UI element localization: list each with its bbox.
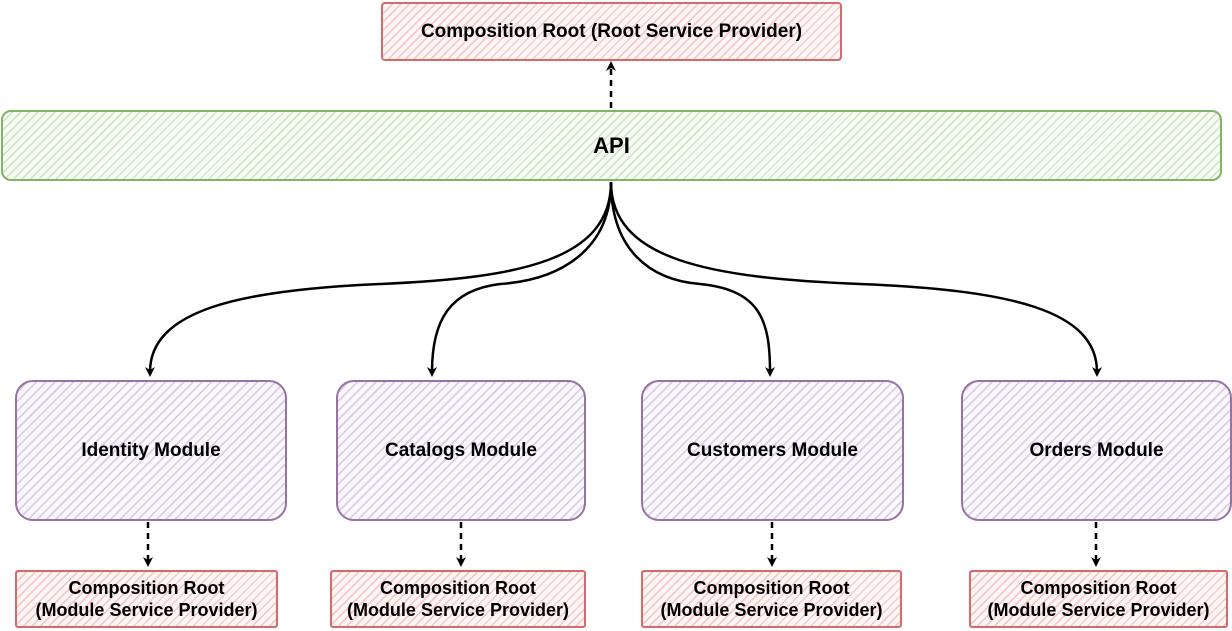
composition-root-line2: (Module Service Provider) [987,600,1210,620]
orders-composition-root-box: Composition Root (Module Service Provide… [969,570,1228,628]
root-composition-label: Composition Root (Root Service Provider) [420,20,803,42]
composition-root-line2: (Module Service Provider) [346,600,570,620]
api-to-customers-arrow [609,181,775,377]
composition-root-line2: (Module Service Provider) [35,600,258,620]
api-box: API [1,110,1222,181]
composition-root-line1: Composition Root [68,578,225,598]
catalogs-composition-root-box: Composition Root (Module Service Provide… [330,570,586,628]
composition-root-line1: Composition Root [380,578,536,598]
module-label: Customers Module [686,439,859,461]
module-label: Identity Module [81,439,221,461]
module-label: Orders Module [1029,439,1164,461]
catalogs-module-box: Catalogs Module [336,380,586,521]
api-label: API [593,132,630,158]
composition-root-line1: Composition Root [693,578,850,598]
customers-module-box: Customers Module [641,380,904,521]
api-to-orders-arrow [609,181,1102,377]
composition-root-line1: Composition Root [1020,578,1177,598]
api-to-identity-arrow [145,181,613,377]
module-label: Catalogs Module [384,439,537,461]
root-composition-box: Composition Root (Root Service Provider) [381,2,842,61]
orders-module-box: Orders Module [961,380,1232,521]
api-to-catalogs-arrow [427,181,613,377]
customers-composition-root-box: Composition Root (Module Service Provide… [641,570,902,628]
composition-root-line2: (Module Service Provider) [660,600,883,620]
identity-composition-root-box: Composition Root (Module Service Provide… [15,570,278,628]
identity-module-box: Identity Module [15,380,287,521]
